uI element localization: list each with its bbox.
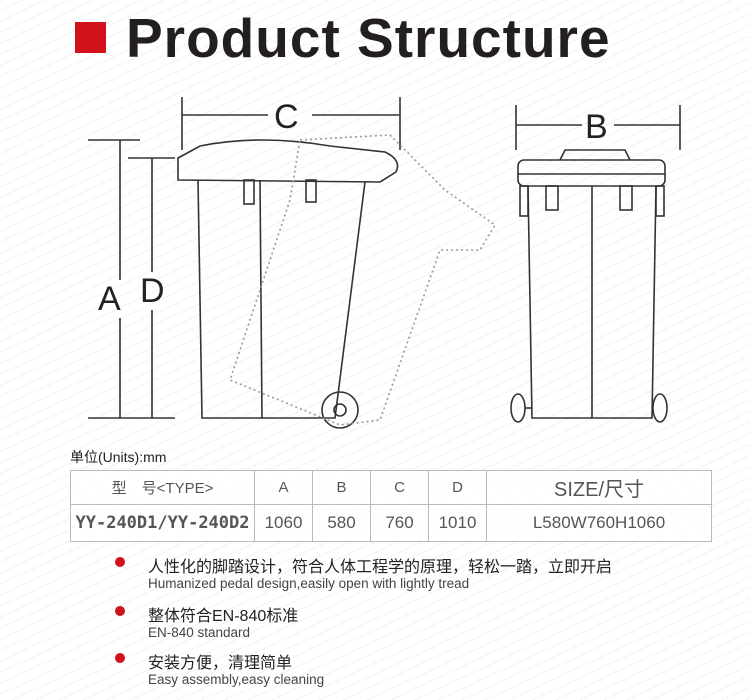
header-c: C <box>370 470 429 505</box>
feature-zh: 人性化的脚踏设计，符合人体工程学的原理，轻松一踏，立即开启 <box>148 559 613 576</box>
spec-table: 型 号<TYPE> A B C D SIZE/尺寸 YY-240D1/YY-24… <box>70 470 712 542</box>
cell-type: YY-240D1/YY-240D2 <box>70 504 255 542</box>
units-label: 单位(Units):mm <box>70 449 167 465</box>
dimension-c-label: C <box>274 98 299 136</box>
bullet-icon <box>115 606 125 616</box>
cell-b: 580 <box>312 504 371 542</box>
bin-diagrams: C A D B <box>88 97 681 429</box>
table-row: YY-240D1/YY-240D2 1060 580 760 1010 L580… <box>70 504 712 542</box>
dimension-d-label: D <box>140 272 165 310</box>
title-marker <box>75 22 106 53</box>
dimension-b-label: B <box>585 108 608 146</box>
feature-en: Easy assembly,easy cleaning <box>148 672 325 687</box>
header-a: A <box>254 470 313 505</box>
bullet-icon <box>115 557 125 567</box>
feature-zh: 安装方便，清理简单 <box>148 655 293 672</box>
table-header-row: 型 号<TYPE> A B C D SIZE/尺寸 <box>70 470 712 505</box>
cell-d: 1010 <box>428 504 487 542</box>
page-title: Product Structure <box>126 7 611 69</box>
bullet-icon <box>115 653 125 663</box>
dimension-a-label: A <box>98 280 121 318</box>
header-type: 型 号<TYPE> <box>70 470 255 505</box>
header-d: D <box>428 470 487 505</box>
feature-en: Humanized pedal design,easily open with … <box>148 576 470 591</box>
cell-a: 1060 <box>254 504 313 542</box>
cell-c: 760 <box>370 504 429 542</box>
feature-en: EN-840 standard <box>148 625 251 640</box>
cell-size: L580W760H1060 <box>486 504 712 542</box>
front-view-drawing: B <box>510 105 681 423</box>
side-view-drawing: C A D <box>88 97 497 429</box>
feature-zh: 整体符合EN-840标准 <box>148 608 299 625</box>
header-size: SIZE/尺寸 <box>486 470 712 505</box>
header-b: B <box>312 470 371 505</box>
